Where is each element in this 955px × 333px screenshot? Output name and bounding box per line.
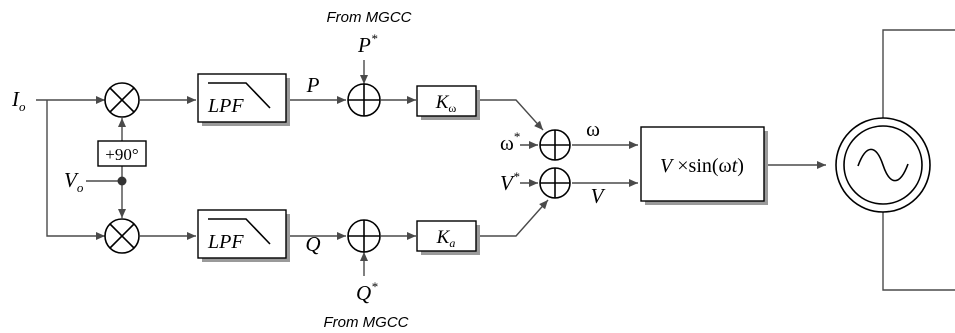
bottom-lpf-label: LPF [207,231,244,253]
omega-signal-label: ω [586,117,600,141]
io-label: Io [11,87,26,114]
p-signal-label: P [306,73,320,97]
k-a-to-v-summer-line [477,199,549,237]
omega-ref-label: ω* [500,129,520,155]
k-omega-block: Kω [416,85,480,120]
q-ref-label: Q* [356,279,378,305]
top-multiplier [104,82,140,118]
k-omega-label: Kω [435,92,457,115]
q-signal-label: Q [305,232,320,256]
top-lpf-label: LPF [207,95,244,117]
bottom-lpf-block: LPF [197,209,290,262]
connection-lines [36,29,955,291]
phase-shift-label: +90° [105,145,138,164]
k-a-block: Ka [416,220,480,255]
sine-block: V ×sin(ωt) [640,126,768,205]
ac-source [835,117,931,213]
source-output-bottom-line [882,212,955,291]
v-signal-label: V [591,184,606,208]
top-lpf-block: LPF [197,73,290,126]
bottom-multiplier [104,218,140,254]
source-label-bottom: From MGCC [324,314,409,331]
vo-label: Vo [64,168,84,195]
p-summer [347,83,381,117]
vo-junction-dot [117,176,127,186]
v-summer [539,167,571,199]
source-output-top-line [882,29,955,119]
omega-summer [539,129,571,161]
phase-shift-block: +90° [97,140,147,167]
p-ref-label: P* [357,31,378,57]
source-label-top: From MGCC [327,9,412,26]
v-ref-label: V* [500,169,520,195]
sine-wave-icon [857,148,909,182]
io-to-bottom-multiplier-line [46,100,105,240]
k-omega-to-omega-summer-line [477,99,544,131]
k-a-label: Ka [436,227,456,250]
sine-block-label: V ×sin(ωt) [660,155,744,177]
q-summer [347,219,381,253]
